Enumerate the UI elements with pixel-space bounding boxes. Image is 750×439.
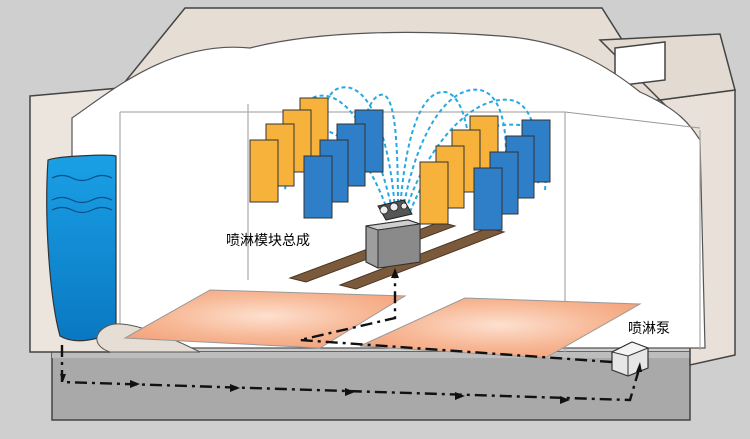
- sample-orange: [419, 161, 449, 225]
- cabinet-base: [51, 351, 691, 421]
- flow-arrow: [391, 268, 399, 278]
- spray-module-label: 喷淋模块总成: [226, 233, 310, 249]
- flow-arrow: [130, 380, 140, 388]
- sample-orange: [249, 139, 279, 203]
- spray-pump-label: 喷淋泵: [628, 321, 670, 337]
- sample-panels-right: [419, 115, 551, 231]
- flow-arrow: [230, 384, 240, 392]
- sample-blue: [473, 167, 503, 231]
- flow-arrow: [345, 388, 355, 396]
- sample-blue: [303, 155, 333, 219]
- flow-arrow: [60, 374, 66, 382]
- spray-module: [365, 199, 421, 269]
- flow-arrow: [560, 396, 570, 404]
- heater-pads: [123, 289, 642, 359]
- flow-path: [60, 272, 642, 402]
- flow-arrows: [60, 268, 642, 404]
- flow-arrow: [455, 392, 465, 400]
- flow-arrow: [636, 362, 642, 372]
- sample-panels-left: [249, 97, 384, 219]
